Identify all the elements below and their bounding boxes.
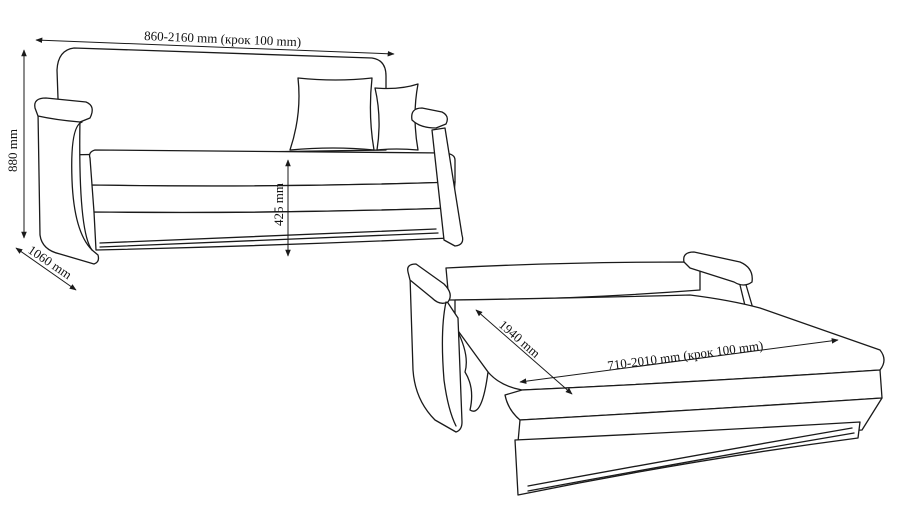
sofa-pillow-left — [289, 77, 375, 151]
sofa-pillow-right — [374, 83, 419, 151]
seat-height-label: 425 mm — [271, 183, 286, 226]
dimension-lines — [15, 37, 839, 395]
sofa-seat — [88, 149, 456, 187]
sofa-height-label: 880 mm — [5, 129, 20, 172]
folded-sofa — [34, 47, 464, 265]
bed-left-arm — [409, 275, 463, 433]
bed-drawer — [514, 421, 861, 496]
sofa-right-arm — [431, 127, 464, 247]
bed-left-armrest — [407, 263, 451, 304]
sofa-left-armrest — [34, 97, 93, 123]
sofa-right-armrest — [411, 107, 448, 129]
bed-right-armrest — [683, 251, 753, 286]
unfolded-bed — [407, 251, 885, 496]
sofa-width-label: 860-2160 mm (крок 100 mm) — [144, 28, 302, 49]
bed-back-panel — [445, 261, 701, 301]
